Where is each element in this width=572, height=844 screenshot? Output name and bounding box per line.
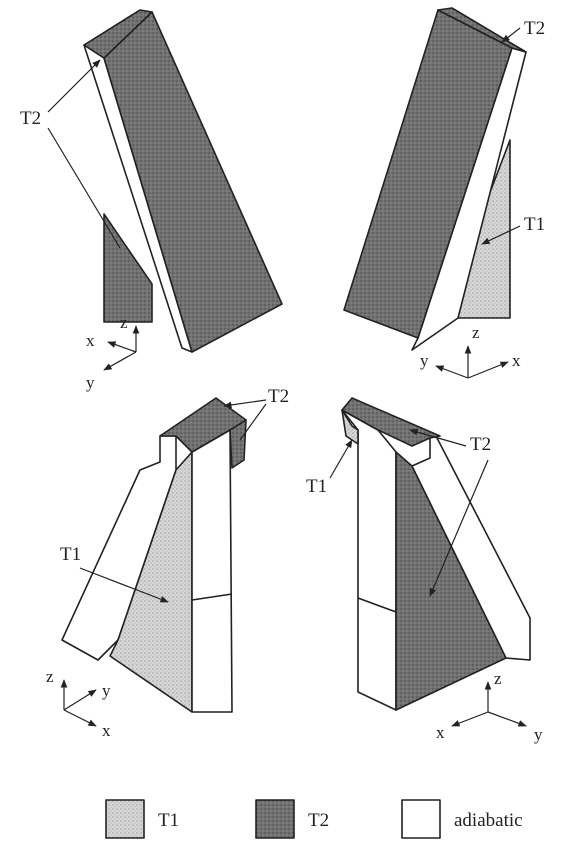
axis-label-y: y — [86, 373, 95, 392]
label-t2: T2 — [268, 386, 289, 407]
axes-bottom-left: z y x — [46, 667, 111, 740]
legend-swatch-t2 — [255, 799, 295, 839]
label-t2: T2 — [20, 108, 41, 129]
label-t1: T1 — [524, 214, 545, 235]
legend-swatch-adiabatic — [401, 799, 441, 839]
adiabatic-slab — [411, 435, 531, 661]
legend-label-t1: T1 — [158, 810, 179, 831]
adiabatic-pillar — [341, 409, 397, 711]
label-t1: T1 — [306, 476, 327, 497]
legend-swatch-t1 — [105, 799, 145, 839]
t1-notch-face — [341, 409, 359, 445]
t2-top-cap — [83, 9, 153, 59]
axis-label-z: z — [46, 667, 54, 686]
view-bottom-left: T2 T1 z y x — [46, 386, 289, 740]
axis-label-z: z — [472, 323, 480, 342]
axis-label-z: z — [120, 313, 128, 332]
axis-label-y: y — [102, 681, 111, 700]
view-bottom-right: T1 T2 z x y — [306, 397, 543, 744]
axis-label-x: x — [512, 351, 521, 370]
legend-label-adiabatic: adiabatic — [454, 810, 523, 831]
label-t2: T2 — [470, 434, 491, 455]
axis-label-x: x — [102, 721, 111, 740]
t2-top-cap — [159, 397, 247, 453]
adiabatic-pillar — [191, 429, 233, 713]
view-top-right: T2 T1 z y x — [343, 7, 545, 379]
label-t2: T2 — [524, 18, 545, 39]
axis-label-y: y — [534, 725, 543, 744]
axes-bottom-right: z x y — [436, 669, 543, 744]
axis-label-x: x — [86, 331, 95, 350]
axes-top-left: z x y — [86, 313, 140, 392]
view-top-left: T2 z x y — [20, 9, 283, 392]
axis-label-z: z — [494, 669, 502, 688]
adiabatic-slab — [61, 435, 177, 661]
axis-label-x: x — [436, 723, 445, 742]
legend-label-t2: T2 — [308, 810, 329, 831]
legend: T1 T2 adiabatic — [105, 799, 523, 839]
label-t1: T1 — [60, 544, 81, 565]
axis-label-y: y — [420, 351, 429, 370]
axes-top-right: z y x — [420, 323, 521, 379]
t1-front-face — [109, 451, 193, 713]
